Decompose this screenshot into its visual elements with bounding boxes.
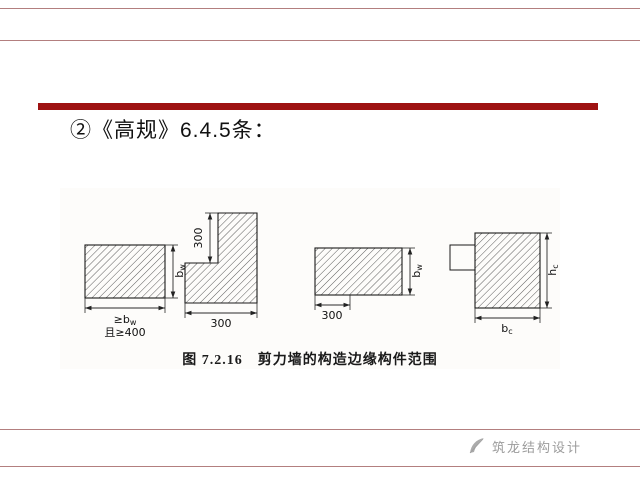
- diagram-wing-wall: bw 300: [314, 247, 424, 322]
- dim-label-shadow-width-note: 且≥400: [104, 326, 145, 339]
- diagram-end-column: hc bc: [449, 232, 560, 336]
- dim-label-corner-horizontal: 300: [211, 317, 232, 330]
- decorative-line-bottom-2: [0, 466, 640, 467]
- decorative-line-bottom-1: [0, 429, 640, 430]
- dim-label-column-height: hc: [546, 264, 560, 275]
- dim-label-corner-vertical: 300: [192, 228, 205, 249]
- diagram-concealed-column: bw ≥bw 且≥400: [84, 244, 187, 339]
- figure-caption: 图 7.2.16 剪力墙的构造边缘构件范围: [182, 353, 438, 368]
- title-accent-bar: [38, 103, 598, 110]
- decorative-line-top-1: [0, 8, 640, 9]
- slide-title: ②《高规》6.4.5条：: [70, 119, 276, 142]
- feather-logo-icon: [469, 438, 484, 454]
- dim-label-column-width: bc: [501, 322, 512, 336]
- figure-drawing: bw ≥bw 且≥400 300 300: [84, 212, 560, 339]
- dim-label-wing-extent: 300: [322, 309, 343, 322]
- dim-label-wall-thickness-1: bw: [173, 264, 187, 278]
- figure-panel: bw ≥bw 且≥400 300 300: [60, 188, 560, 369]
- watermark-text: 筑龙结构设计: [491, 439, 582, 455]
- watermark: 筑龙结构设计: [467, 436, 582, 456]
- diagram-corner-wall: 300 300: [184, 212, 258, 330]
- dim-label-wall-thickness-3: bw: [410, 264, 424, 278]
- dim-label-shadow-width: ≥bw: [114, 313, 137, 327]
- decorative-line-top-2: [0, 40, 640, 41]
